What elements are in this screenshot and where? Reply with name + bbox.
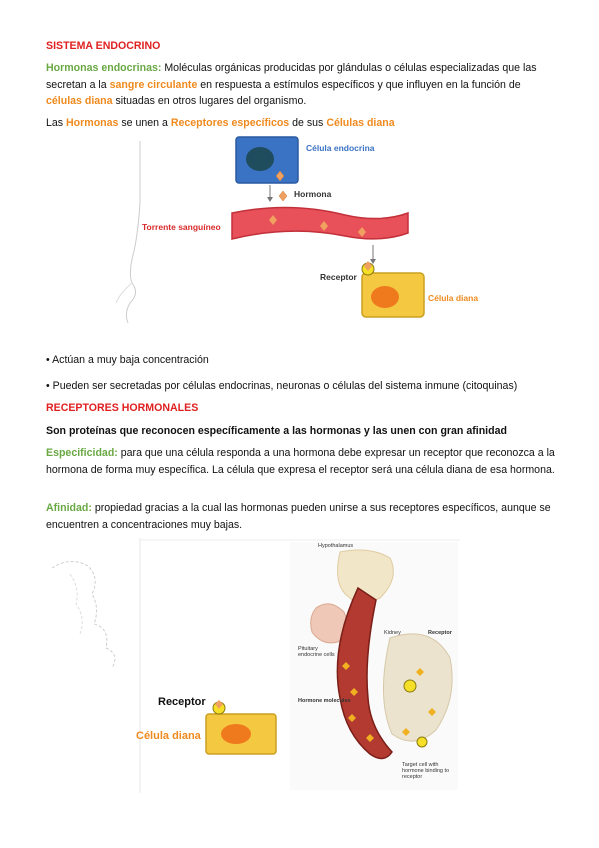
- bullet-list: • Actúan a muy baja concentración • Pued…: [46, 352, 556, 394]
- hypothalamus-label: Hypothalamus: [318, 543, 354, 549]
- fig2-receptor-label: Receptor: [158, 696, 206, 708]
- hypothalamus-shape: [337, 549, 394, 604]
- union-text-1: Las: [46, 117, 67, 129]
- term-especificidad: Especificidad:: [46, 447, 118, 459]
- target-binding-label: Target cell with hormone binding to rece…: [402, 762, 450, 780]
- term-celulas-diana: células diana: [46, 95, 113, 108]
- bullet-text-1: Actúan a muy baja concentración: [52, 354, 209, 366]
- page-title: SISTEMA ENDOCRINO: [46, 40, 161, 52]
- kidney-shape: [383, 633, 453, 742]
- bullet-item: • Pueden ser secretadas por células endo…: [46, 379, 518, 392]
- intro-text-1: Moléculas orgánicas producidas por glánd…: [46, 62, 537, 91]
- affinity-text: propiedad gracias a la cual las hormonas…: [46, 502, 551, 531]
- intro-text-2: en respuesta a estímulos específicos y q…: [197, 78, 521, 91]
- bullet-item: • Actúan a muy baja concentración: [46, 354, 209, 366]
- hormone-label: Hormona: [294, 189, 332, 199]
- figure1-drawing: [115, 136, 425, 324]
- union-text-2: se unen a: [118, 117, 171, 129]
- target-nucleus: [371, 286, 399, 308]
- specificity-text: para que una célula responda a una hormo…: [46, 447, 555, 476]
- receptor-definition: Son proteínas que reconocen específicame…: [46, 425, 507, 437]
- fig2-target-label: Célula diana: [136, 730, 201, 742]
- kidney-label: Kidney: [384, 630, 401, 636]
- union-text-3: de sus: [289, 117, 327, 129]
- term-sangre-circulante: sangre circulante: [109, 78, 198, 91]
- pituitary-label: Pituitary endocrine cells: [298, 646, 335, 658]
- hormone-molecules-label: Hormone molecules: [298, 698, 351, 704]
- target-cell-label: Célula diana: [428, 293, 479, 303]
- bullet-text-2: Pueden ser secretadas por células endocr…: [52, 379, 518, 392]
- union-line: Las Hormonas se unen a Receptores especí…: [46, 115, 556, 132]
- receptor-anatomy-figure: Receptor Célula diana Hypothalamus Kidne…: [40, 538, 460, 793]
- receptor-label: Receptor: [320, 272, 357, 282]
- affinity-paragraph: Afinidad: propiedad gracias a la cual la…: [46, 500, 556, 533]
- term-hormonas-endocrinas: Hormonas endocrinas:: [46, 62, 162, 74]
- blood-vessel: [231, 206, 409, 240]
- intro-paragraph: Hormonas endocrinas: Moléculas orgánicas…: [46, 60, 556, 110]
- hormone-signaling-figure: Célula endocrina Hormona Torrente sanguí…: [110, 133, 480, 348]
- specificity-paragraph: Especificidad: para que una célula respo…: [46, 445, 556, 478]
- union-receptores: Receptores específicos: [170, 117, 290, 129]
- pituitary-shape: [310, 603, 348, 644]
- endocrine-cell-label: Célula endocrina: [306, 143, 375, 153]
- term-afinidad: Afinidad:: [46, 502, 92, 514]
- fig2-target-nucleus: [221, 724, 251, 744]
- union-celulas-diana: Células diana: [326, 117, 395, 129]
- union-hormonas: Hormonas: [66, 117, 119, 129]
- intro-text-3: situadas en otros lugares del organismo.: [112, 95, 307, 108]
- section-title-receptores: RECEPTORES HORMONALES: [46, 402, 199, 414]
- blood-stream-label: Torrente sanguíneo: [142, 222, 221, 232]
- receptor-small-label: Receptor: [428, 630, 452, 636]
- figure2-drawing: [51, 538, 460, 793]
- endocrine-nucleus: [246, 147, 274, 171]
